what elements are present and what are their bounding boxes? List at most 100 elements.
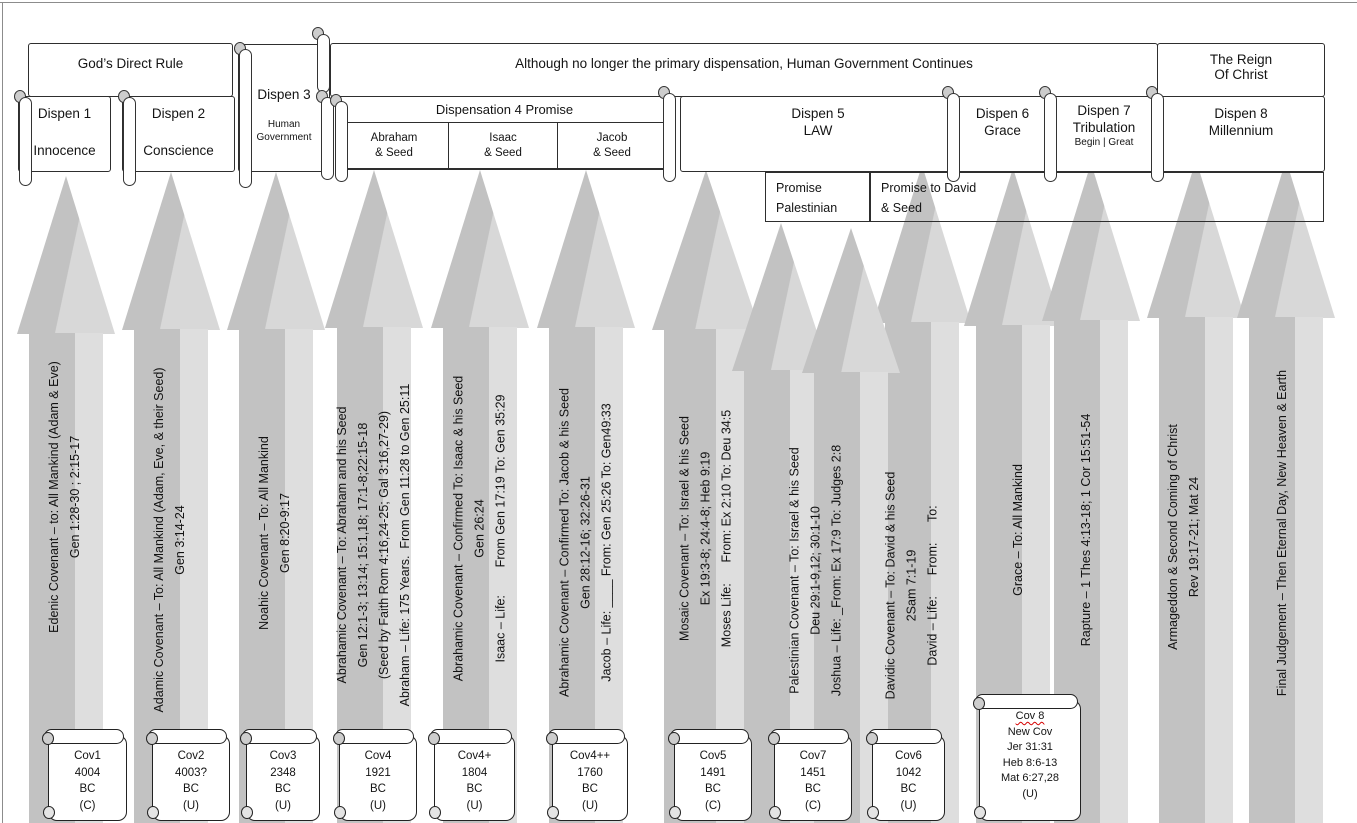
arrow-head bbox=[227, 172, 325, 330]
label-line: Gen 12:1-3; 13:14; 15:1,18; 17:1-8;22:15… bbox=[356, 422, 370, 668]
label-line: Davidic Covenant – To: David & his Seed bbox=[883, 471, 898, 700]
scroll-top-roll bbox=[242, 729, 317, 744]
sub-cell-jacob: Jacob & Seed bbox=[557, 123, 666, 168]
scroll-roll bbox=[335, 101, 348, 182]
sub-cell-line: Isaac bbox=[489, 131, 517, 144]
scroll-edge-icon bbox=[312, 27, 332, 93]
arrow-label-jacob: Abrahamic Covenant – Confirmed To: Jacob… bbox=[555, 348, 618, 738]
arrow-head bbox=[802, 228, 900, 373]
scroll-curl-icon bbox=[974, 806, 986, 819]
dispensation-4-box: Dispensation 4 Promise Abraham & Seed Is… bbox=[336, 96, 673, 170]
cov-line: (U) bbox=[1022, 787, 1038, 800]
covenant-arrow-noahic bbox=[227, 172, 325, 823]
human-government-continues-label: Although no longer the primary dispensat… bbox=[515, 56, 973, 71]
cov-line: 4004 bbox=[74, 766, 101, 779]
label-line: Palestinian Covenant – To: Israel & his … bbox=[787, 447, 802, 694]
cov-line: 1042 bbox=[895, 766, 922, 779]
arrow-label-final-judgement: Final Judgement – Then Eternal Day, New … bbox=[1272, 333, 1294, 733]
dispensation-7-box: Dispen 7 Tribulation Begin | Great bbox=[1051, 96, 1157, 172]
scroll-top-roll bbox=[430, 729, 512, 744]
dispensation-5-name: LAW bbox=[803, 123, 833, 138]
page-top-border bbox=[0, 2, 1357, 4]
cov-line: BC bbox=[900, 783, 917, 795]
label-line: Armageddon & Second Coming of Christ bbox=[1166, 424, 1180, 650]
cov-line: BC bbox=[370, 783, 386, 795]
promise-line: Promise bbox=[776, 181, 822, 195]
label-line: Gen 1:28-30 ; 2:15-17 bbox=[68, 435, 82, 559]
scroll-roll bbox=[663, 93, 676, 182]
cov8-text: Cov 8 New Cov Jer 31:31 Heb 8:6-13 Mat 6… bbox=[981, 709, 1079, 802]
cov-line: Cov 8 bbox=[1015, 710, 1045, 722]
scroll-curl-icon bbox=[546, 732, 558, 745]
cov-line: BC bbox=[183, 783, 199, 795]
label-line: Edenic Covenant – to: All Mankind (Adam … bbox=[47, 361, 61, 633]
cov-line: BC bbox=[466, 783, 483, 795]
cov-line: Cov4++ bbox=[569, 750, 611, 762]
label-line: David – Life: From: To: bbox=[925, 505, 940, 666]
cov-line: (U) bbox=[183, 799, 199, 812]
cov-line: Cov4 bbox=[364, 750, 392, 762]
label-line: Joshua – Life: _From: Ex 17:9 To: Judges… bbox=[829, 444, 844, 697]
arrow-shaft bbox=[1159, 317, 1233, 823]
covenant-arrow-rapture bbox=[1042, 163, 1140, 823]
cov1-scroll: Cov1 4004 BC (C) bbox=[42, 729, 127, 821]
reign-line-2: Of Christ bbox=[1214, 67, 1268, 82]
label-line: 2Sam 7:1-19 bbox=[904, 549, 919, 622]
dispensation-3-num: Dispen 3 bbox=[257, 87, 311, 102]
scroll-top-roll bbox=[548, 729, 625, 744]
cov-line: (U) bbox=[370, 799, 386, 812]
cov5-text: Cov5 1491 BC (C) bbox=[676, 748, 750, 814]
scroll-top-roll bbox=[975, 694, 1078, 709]
arrow-label-grace: Grace – To: All Mankind bbox=[1008, 395, 1030, 665]
cov-line: Cov1 bbox=[74, 750, 101, 762]
dispensation-1-name: Innocence bbox=[33, 143, 96, 158]
dispensation-6-num: Dispen 6 bbox=[975, 106, 1030, 121]
dispensation-8-num: Dispen 8 bbox=[1214, 106, 1268, 121]
scroll-roll bbox=[239, 49, 252, 188]
label-line: Ex 19:3-8; 24:4-8; Heb 9:19 bbox=[698, 451, 713, 606]
reign-line-1: The Reign bbox=[1209, 52, 1273, 67]
scroll-paper bbox=[48, 735, 127, 821]
label-line: Gen 26:24 bbox=[472, 499, 487, 558]
scroll-curl-icon bbox=[668, 732, 680, 745]
dispensation-6-name: Grace bbox=[984, 123, 1021, 138]
cov-line: BC bbox=[705, 783, 721, 795]
scroll-curl-icon bbox=[42, 732, 54, 745]
cov-line: 2348 bbox=[270, 766, 296, 779]
scroll-curl-icon bbox=[429, 806, 441, 819]
cov4plus-text: Cov4+ 1804 BC (U) bbox=[436, 748, 513, 814]
arrow-shaft bbox=[1249, 317, 1323, 823]
promise-palestinian-box: Promise Palestinian bbox=[765, 172, 870, 222]
sub-cell-abraham: Abraham & Seed bbox=[340, 123, 448, 168]
label-line: Rapture – 1 Thes 4:13-18; 1 Cor 15:51-54 bbox=[1079, 413, 1093, 647]
scroll-roll bbox=[321, 97, 334, 180]
sub-cell-line: & Seed bbox=[375, 146, 413, 159]
cov6-scroll: Cov6 1042 BC (U) bbox=[866, 729, 945, 821]
cov1-text: Cov1 4004 BC (C) bbox=[50, 748, 125, 814]
scroll-edge-icon bbox=[118, 90, 138, 186]
cov4plusplus-text: Cov4++ 1760 BC (U) bbox=[554, 748, 626, 814]
scroll-edge-icon bbox=[1146, 86, 1166, 182]
arrow-head bbox=[431, 170, 529, 328]
dispensation-2-name: Conscience bbox=[143, 143, 214, 158]
cov-line: BC bbox=[582, 783, 598, 795]
dispensation-3-scroll: Dispen 3 Human Government bbox=[238, 44, 330, 172]
scroll-top-roll bbox=[770, 729, 849, 744]
dispensation-5-num: Dispen 5 bbox=[791, 106, 845, 121]
human-government-continues-box: Although no longer the primary dispensat… bbox=[330, 43, 1158, 97]
scroll-roll bbox=[1151, 93, 1164, 182]
cov-line: Cov4+ bbox=[457, 750, 492, 762]
cov-line: Heb 8:6-13 bbox=[1002, 756, 1058, 769]
arrow-label-davidic: Davidic Covenant – To: David & his Seed … bbox=[881, 421, 944, 751]
label-line: Abrahamic Covenant – To: Abraham and his… bbox=[335, 406, 349, 684]
scroll-curl-icon bbox=[769, 806, 781, 819]
cov4plusplus-scroll: Cov4++ 1760 BC (U) bbox=[546, 729, 628, 821]
scroll-curl-icon bbox=[669, 806, 681, 819]
sub-cell-isaac: Isaac & Seed bbox=[448, 123, 557, 168]
promise-david-text: Promise to David & Seed bbox=[871, 173, 1323, 218]
cov4-scroll: Cov4 1921 BC (U) bbox=[333, 729, 417, 821]
covenant-arrow-armageddon bbox=[1147, 160, 1245, 823]
arrow-label-mosaic: Mosaic Covenant – To: Israel & his Seed … bbox=[675, 379, 738, 679]
label-line: Gen 28:12-16; 32:26-31 bbox=[578, 476, 593, 609]
scroll-curl-icon bbox=[547, 806, 559, 819]
